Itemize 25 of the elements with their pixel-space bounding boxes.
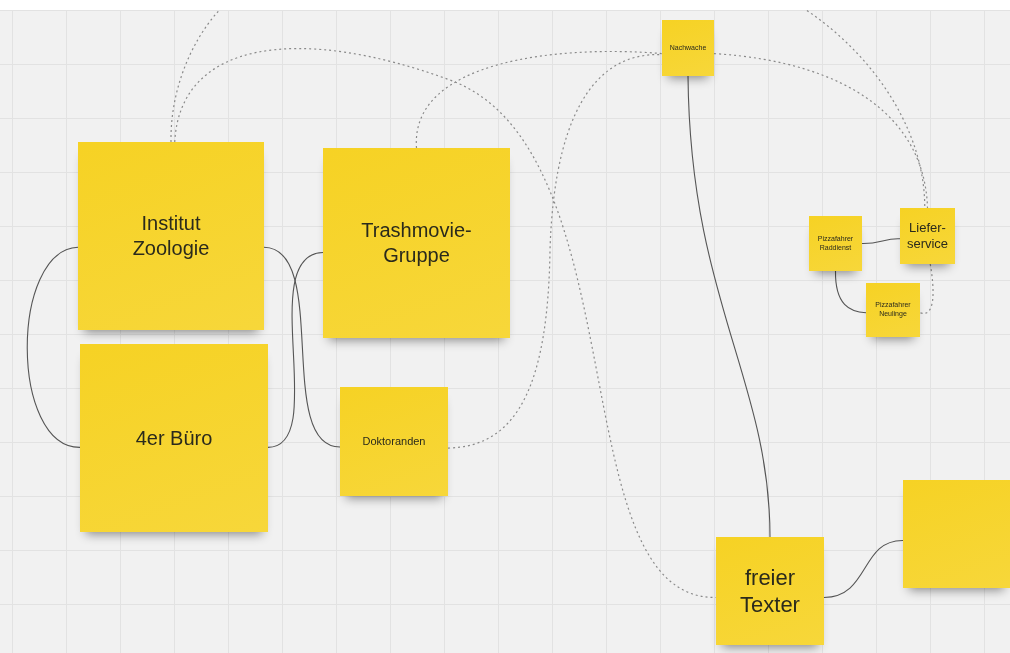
sticky-note [80, 344, 268, 532]
sticky-note [323, 148, 510, 338]
dotted-connector [415, 50, 663, 149]
blank-sticky-note [903, 480, 1010, 588]
note-text: Liefer-service [905, 219, 950, 253]
dotted-connector [919, 263, 934, 314]
sticky-note [809, 216, 862, 271]
note-text: Doktoranden [362, 434, 426, 449]
connector-line [267, 251, 324, 448]
sticky-note [340, 387, 448, 496]
sticky-note [900, 208, 955, 264]
sticky-note [78, 142, 264, 330]
note-text: 4er Büro [135, 425, 213, 451]
note-text: freier Texter [739, 563, 801, 619]
sticky-note [662, 20, 714, 76]
connector-line [823, 539, 904, 599]
connector-line [26, 246, 81, 448]
sticky-note [716, 537, 824, 645]
connector-line [263, 246, 341, 448]
note-text: Institut Zoologie [131, 211, 211, 261]
connector-line [687, 75, 771, 538]
note-text: Trashmovie-Gruppe [360, 218, 473, 268]
connector-line [834, 270, 867, 314]
connector-line [861, 238, 901, 245]
sticky-note [866, 283, 920, 337]
